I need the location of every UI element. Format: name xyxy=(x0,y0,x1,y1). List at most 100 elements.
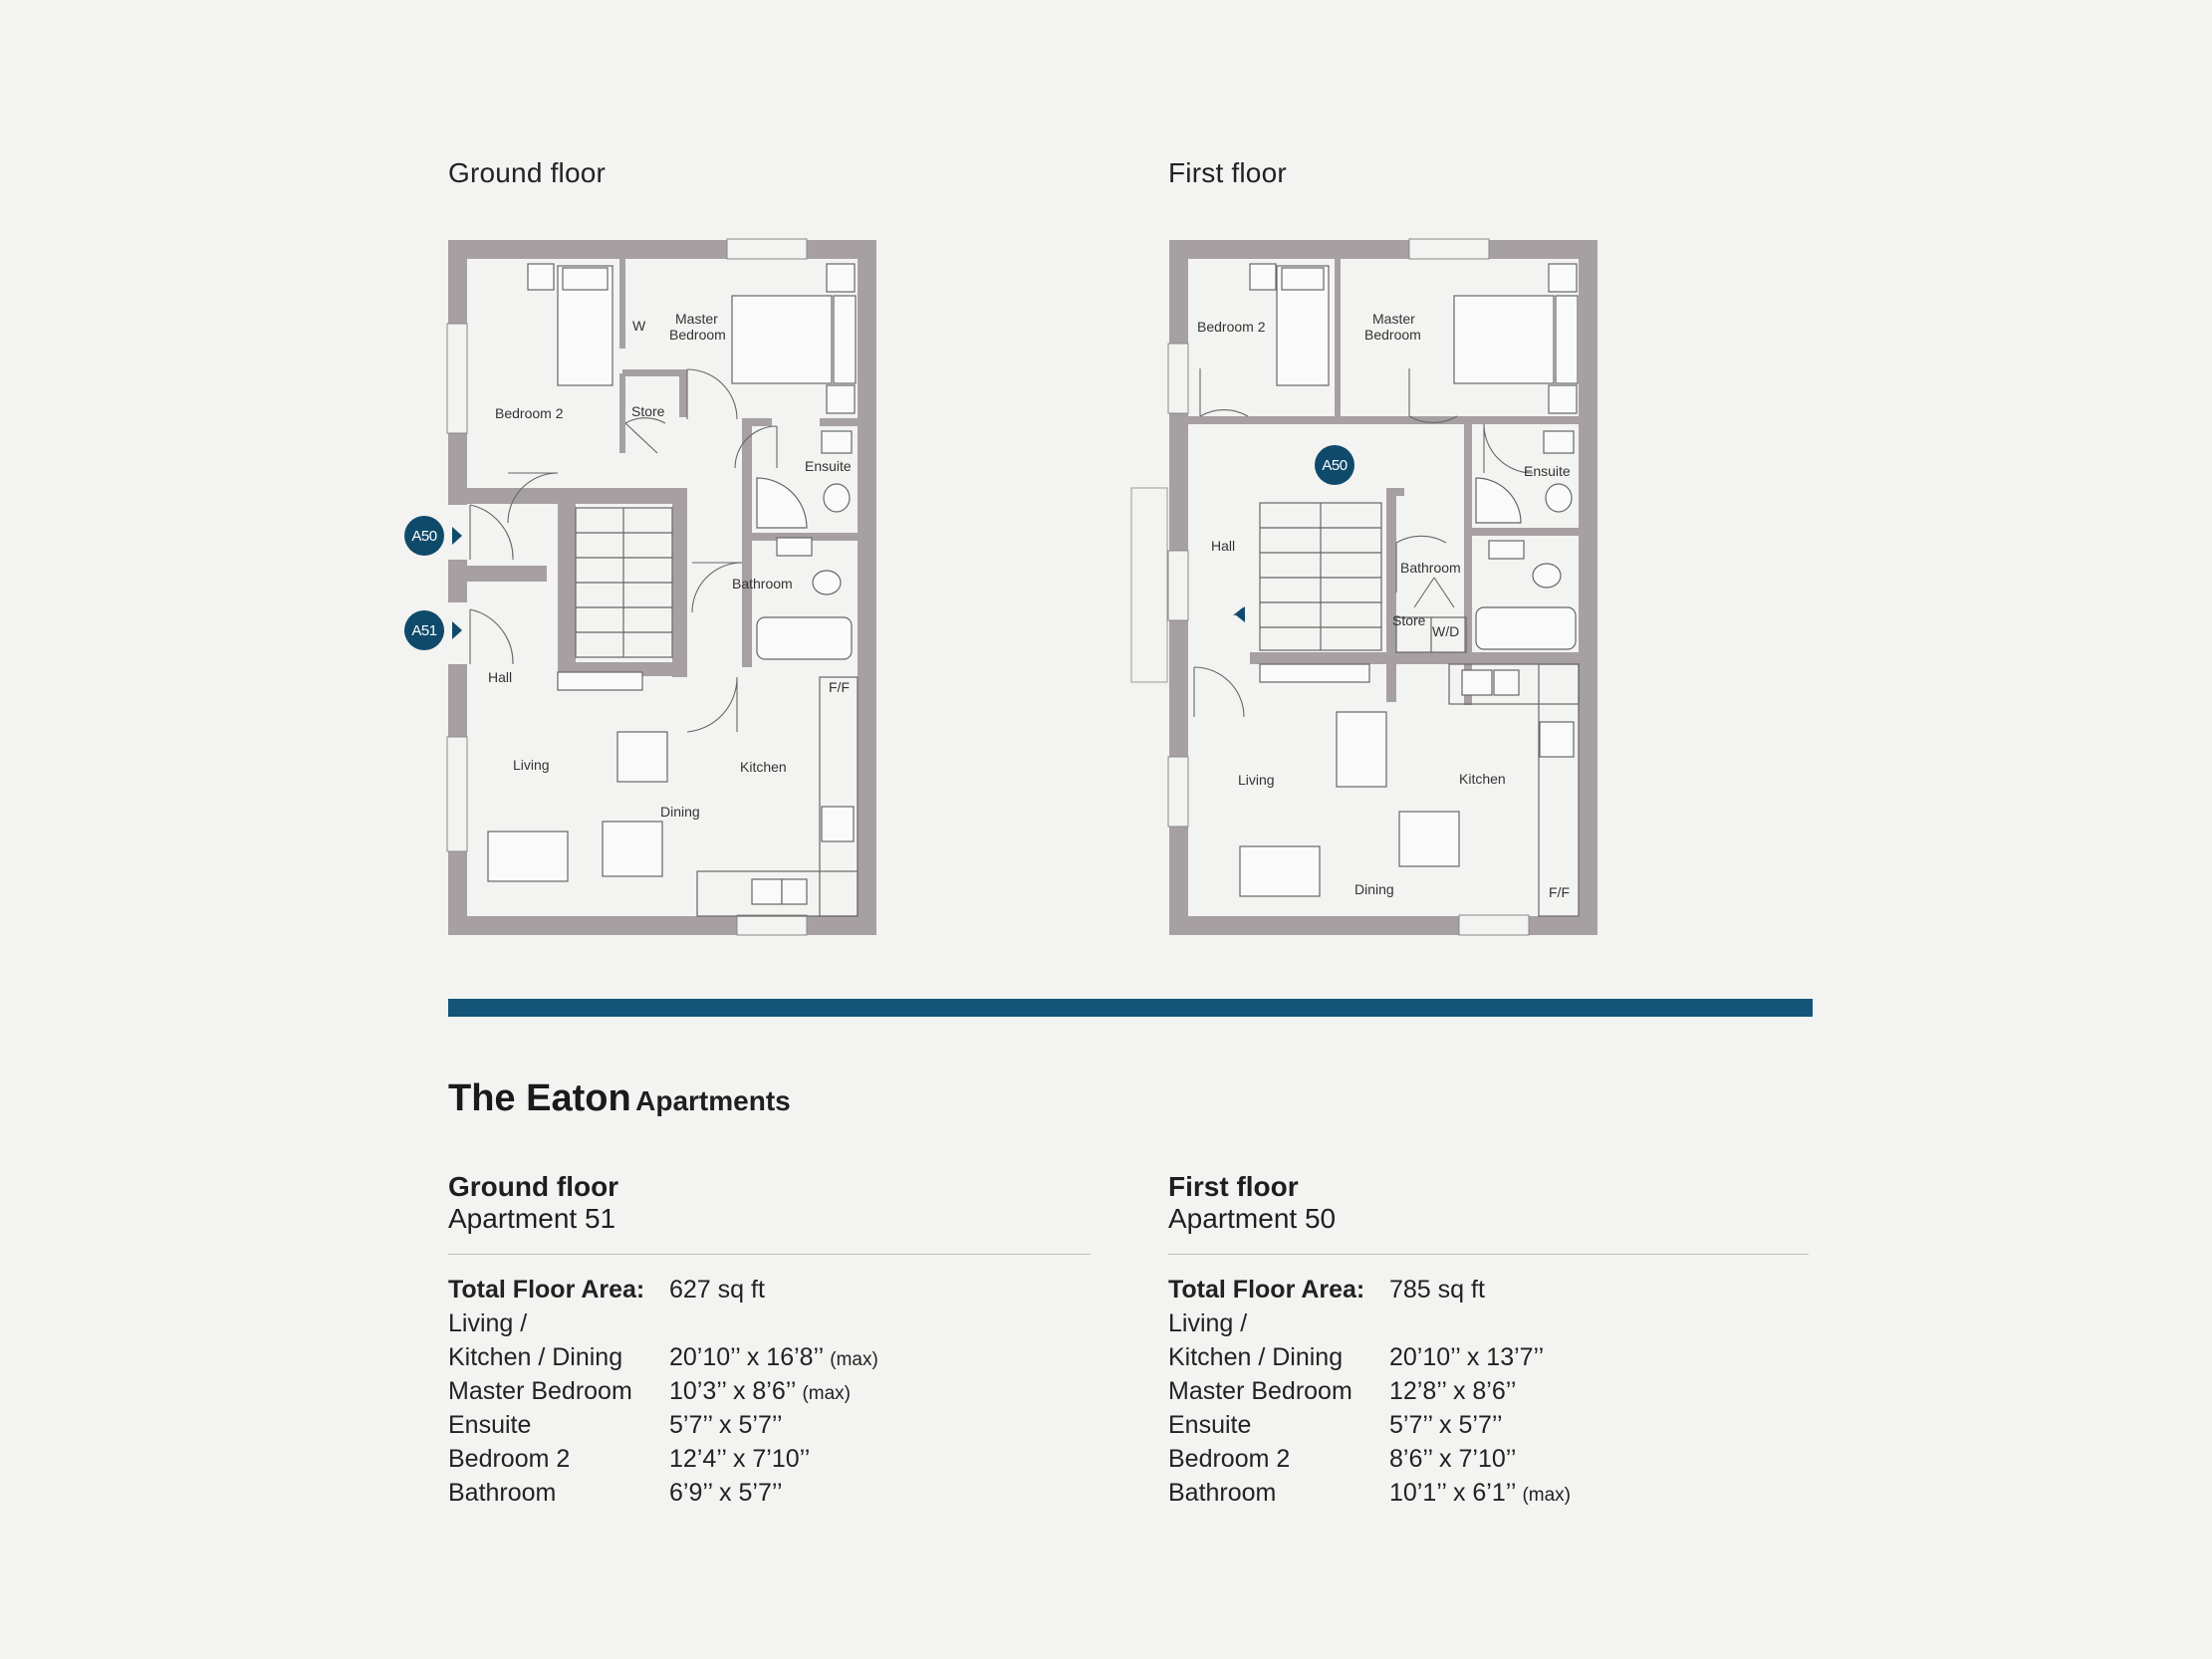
ground-ff-label: F/F xyxy=(829,679,850,695)
first-dining-label: Dining xyxy=(1354,881,1394,897)
ground-living-label: Living xyxy=(513,757,550,773)
first-bathroom-label: Bathroom xyxy=(1400,560,1461,576)
first-spec-heading: First floor Apartment 50 xyxy=(1168,1171,1336,1235)
ground-kitchen-label: Kitchen xyxy=(740,759,787,775)
spec-label: Ensuite xyxy=(1168,1411,1252,1439)
spec-value-text: 12’4’’ x 7’10’’ xyxy=(669,1445,811,1473)
first-a50-badge: A50 xyxy=(1315,445,1354,485)
spec-row: Total Floor Area: 785 sq ft xyxy=(1168,1273,1806,1306)
spec-row: Bathroom 6’9’’ x 5’7’’ xyxy=(448,1476,1086,1510)
first-floor-plan: Bedroom 2 Master Bedroom Ensuite Hall Ba… xyxy=(1125,234,1613,941)
spec-label: Master Bedroom xyxy=(1168,1377,1352,1405)
spec-value-text: 5’7’’ x 5’7’’ xyxy=(669,1411,783,1439)
spec-value: 5’7’’ x 5’7’’ xyxy=(1389,1408,1503,1442)
spec-row: Total Floor Area:627 sq ft xyxy=(448,1273,1086,1306)
ground-floor-plan: Bedroom 2 W Master Bedroom Store Ensuite… xyxy=(398,234,886,941)
spec-row: Bedroom 2 12’4’’ x 7’10’’ xyxy=(448,1442,1086,1476)
spec-row: Kitchen / Dining 20’10’’ x 16’8’’ (max) xyxy=(448,1340,1086,1374)
spec-label: Kitchen / Dining xyxy=(1168,1343,1344,1371)
ground-a50-badge-text: A50 xyxy=(411,528,436,545)
spec-row: Bathroom 10’1’’ x 6’1’’ (max) xyxy=(1168,1476,1806,1510)
spec-value-text: 627 sq ft xyxy=(669,1276,765,1304)
ground-bedroom2-label: Bedroom 2 xyxy=(495,405,564,421)
section-divider xyxy=(448,999,1813,1017)
first-master-label-2: Bedroom xyxy=(1364,327,1421,343)
spec-label: Living / xyxy=(1168,1309,1248,1337)
ground-spec-apartment: Apartment 51 xyxy=(448,1203,616,1234)
ground-spec-floor: Ground floor xyxy=(448,1171,619,1202)
first-kitchen-label: Kitchen xyxy=(1459,771,1506,787)
first-floor-plan-title: First floor xyxy=(1168,157,1287,188)
spec-value: 12’8’’ x 8’6’’ xyxy=(1389,1374,1516,1408)
spec-label: Total Floor Area: xyxy=(1168,1276,1365,1304)
spec-value-text: 5’7’’ x 5’7’’ xyxy=(1389,1411,1503,1439)
spec-value: 10’1’’ x 6’1’’ (max) xyxy=(1389,1476,1571,1513)
first-wd-label: W/D xyxy=(1432,623,1459,639)
spec-label: Ensuite xyxy=(448,1411,532,1439)
ground-hall-label: Hall xyxy=(488,669,512,685)
spec-row: Kitchen / Dining 20’10’’ x 13’7’’ xyxy=(1168,1340,1806,1374)
spec-value-text: 20’10’’ x 16’8’’ xyxy=(669,1343,824,1371)
spec-value-text: 785 sq ft xyxy=(1389,1276,1485,1304)
spec-row: Ensuite 5’7’’ x 5’7’’ xyxy=(1168,1408,1806,1442)
spec-row: Living / xyxy=(448,1306,1086,1340)
first-spec-floor: First floor xyxy=(1168,1171,1299,1202)
spec-row: Master Bedroom 10’3’’ x 8’6’’ (max) xyxy=(448,1374,1086,1408)
spec-value-text: 12’8’’ x 8’6’’ xyxy=(1389,1377,1517,1405)
development-subtitle: Apartments xyxy=(635,1085,791,1116)
first-store-label: Store xyxy=(1392,612,1426,628)
spec-value-text: 10’1’’ x 6’1’’ xyxy=(1389,1479,1516,1507)
development-name: The Eaton xyxy=(448,1077,631,1119)
spec-value: 5’7’’ x 5’7’’ xyxy=(669,1408,783,1442)
spec-value: 627 sq ft xyxy=(669,1273,765,1306)
spec-row: Living / xyxy=(1168,1306,1806,1340)
first-spec-table: Total Floor Area: 785 sq ft Living / Kitche… xyxy=(1168,1273,1806,1522)
spec-value-text: 6’9’’ x 5’7’’ xyxy=(669,1479,783,1507)
first-ensuite-label: Ensuite xyxy=(1524,463,1571,479)
spec-value-note: (max) xyxy=(802,1383,851,1404)
first-entrance-arrow-head-icon xyxy=(1235,606,1245,622)
spec-label: Bathroom xyxy=(448,1479,557,1507)
development-title: The Eaton Apartments xyxy=(448,1077,791,1120)
spec-value-text: 10’3’’ x 8’6’’ xyxy=(669,1377,796,1405)
spec-value-note: (max) xyxy=(1522,1485,1571,1506)
ground-a51-badge: A51 xyxy=(404,610,462,650)
spec-value-text: 8’6’’ x 7’10’’ xyxy=(1389,1445,1517,1473)
spec-value: 20’10’’ x 16’8’’ (max) xyxy=(669,1340,878,1377)
spec-label: Kitchen / Dining xyxy=(448,1343,623,1371)
first-living-label: Living xyxy=(1238,772,1275,788)
spec-value: 20’10’’ x 13’7’’ xyxy=(1389,1340,1544,1374)
spec-row: Bedroom 2 8’6’’ x 7’10’’ xyxy=(1168,1442,1806,1476)
ground-a50-arrow-icon xyxy=(452,527,462,545)
spec-label: Bathroom xyxy=(1168,1479,1277,1507)
spec-label: Master Bedroom xyxy=(448,1377,632,1405)
spec-value-note: (max) xyxy=(830,1349,878,1370)
first-master-label: Master xyxy=(1372,311,1415,327)
spec-value-text: 20’10’’ x 13’7’’ xyxy=(1389,1343,1545,1371)
spec-value: 8’6’’ x 7’10’’ xyxy=(1389,1442,1516,1476)
spec-row: Ensuite 5’7’’ x 5’7’’ xyxy=(448,1408,1086,1442)
spec-label: Living / xyxy=(448,1309,528,1337)
first-spec-apartment: Apartment 50 xyxy=(1168,1203,1337,1234)
first-spec-rule xyxy=(1168,1254,1809,1255)
spec-value: 6’9’’ x 5’7’’ xyxy=(669,1476,783,1510)
spec-label: Bedroom 2 xyxy=(448,1445,571,1473)
ground-spec-table: Total Floor Area:627 sq ft Living / Kitche… xyxy=(448,1273,1086,1522)
ground-a51-badge-text: A51 xyxy=(411,622,436,639)
first-ff-label: F/F xyxy=(1549,884,1570,900)
ground-store-label: Store xyxy=(631,403,665,419)
ground-w-label: W xyxy=(632,318,646,334)
ground-a51-arrow-icon xyxy=(452,621,462,639)
ground-a50-badge: A50 xyxy=(404,516,462,556)
spec-label: Bedroom 2 xyxy=(1168,1445,1291,1473)
ground-ensuite-label: Ensuite xyxy=(805,458,852,474)
spec-value: 785 sq ft xyxy=(1389,1273,1485,1306)
first-hall-label: Hall xyxy=(1211,538,1235,554)
first-bedroom2-label: Bedroom 2 xyxy=(1197,319,1266,335)
ground-spec-rule xyxy=(448,1254,1091,1255)
ground-spec-heading: Ground floor Apartment 51 xyxy=(448,1171,618,1235)
ground-bathroom-label: Bathroom xyxy=(732,576,793,592)
spec-row: Master Bedroom 12’8’’ x 8’6’’ xyxy=(1168,1374,1806,1408)
ground-master-label: Master xyxy=(675,311,718,327)
ground-master-label-2: Bedroom xyxy=(669,327,726,343)
